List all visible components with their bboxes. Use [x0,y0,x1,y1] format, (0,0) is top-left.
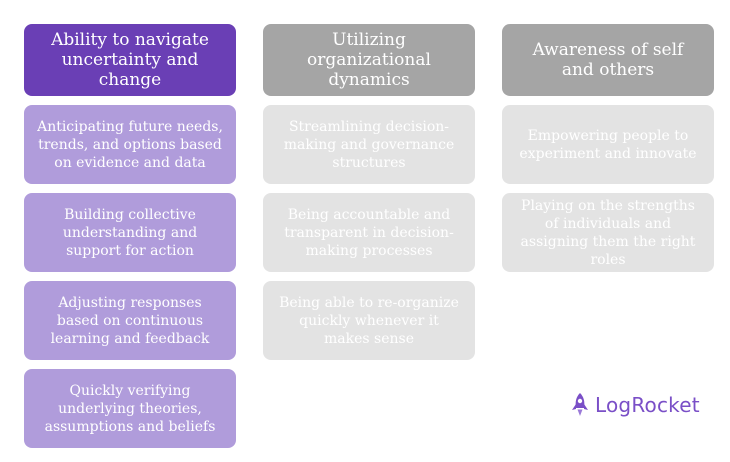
column-item: Being accountable and transparent in dec… [263,193,475,272]
column-header: Utilizing organizational dynamics [263,24,475,96]
logo-text: LogRocket [595,393,700,417]
column-item: Streamlining decision-making and governa… [263,105,475,184]
column-item: Anticipating future needs, trends, and o… [24,105,236,184]
column-item: Playing on the strengths of individuals … [502,193,714,272]
column-item: Being able to re-organize quickly whenev… [263,281,475,360]
column-header: Awareness of self and others [502,24,714,96]
rocket-icon [572,393,588,416]
column-item: Adjusting responses based on continuous … [24,281,236,360]
column-self-awareness: Awareness of self and others Empowering … [502,24,714,272]
column-header: Ability to navigate uncertainty and chan… [24,24,236,96]
column-item: Building collective understanding and su… [24,193,236,272]
logrocket-logo: LogRocket [571,392,700,418]
column-navigate-uncertainty: Ability to navigate uncertainty and chan… [24,24,236,448]
column-item: Empowering people to experiment and inno… [502,105,714,184]
column-organizational-dynamics: Utilizing organizational dynamics Stream… [263,24,475,360]
column-item: Quickly verifying underlying theories, a… [24,369,236,448]
